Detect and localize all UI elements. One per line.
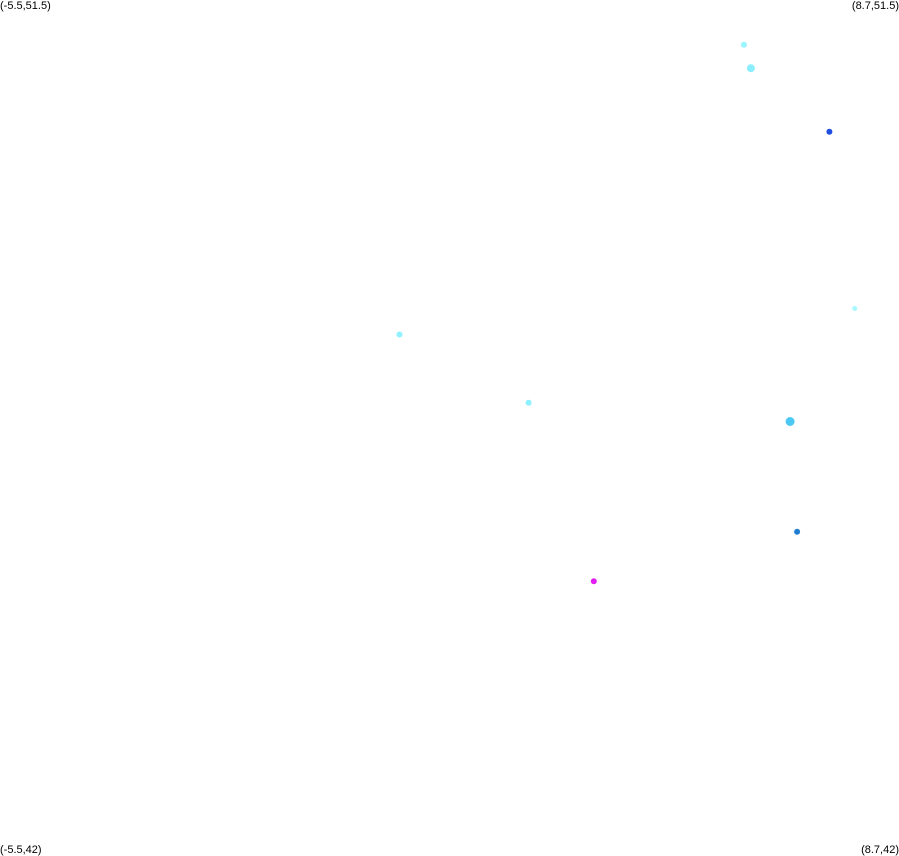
map-point-8 — [794, 528, 801, 535]
corner-label-top-left: (-5.5,51.5) — [0, 0, 51, 12]
map-point-3 — [826, 128, 833, 135]
corner-label-bottom-left: (-5.5,42) — [0, 844, 42, 856]
map-point-2 — [746, 64, 755, 73]
map-point-5 — [396, 331, 403, 338]
corner-label-bottom-right: (8.7,42) — [861, 844, 899, 856]
map-point-6 — [525, 399, 532, 406]
map-point-9 — [590, 578, 597, 585]
map-point-4 — [852, 306, 858, 311]
map-point-7 — [785, 417, 795, 426]
corner-label-top-right: (8.7,51.5) — [851, 0, 899, 12]
map-point-1 — [740, 41, 747, 48]
